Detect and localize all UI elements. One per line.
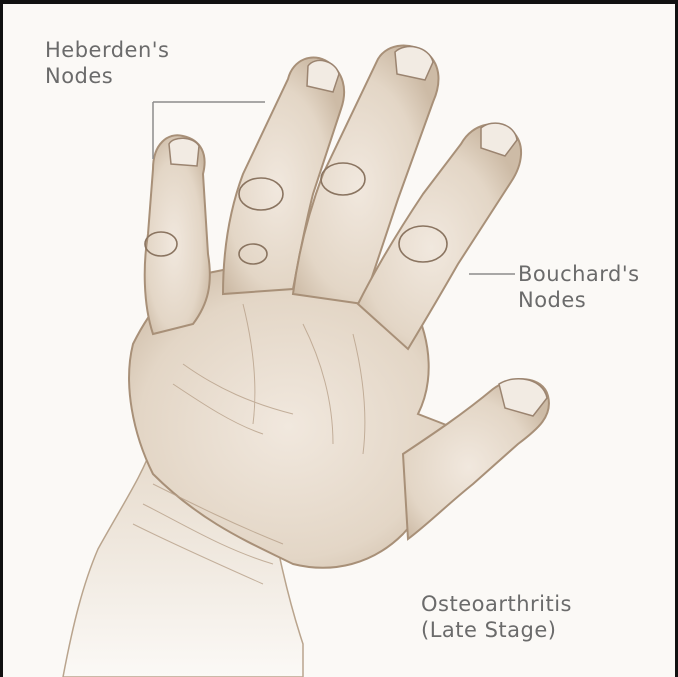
bouchard-label-line2: Nodes bbox=[518, 287, 640, 313]
bouchard-label-line1: Bouchard's bbox=[518, 261, 640, 287]
caption-line2: (Late Stage) bbox=[421, 617, 572, 643]
heberden-nodes-label: Heberden's Nodes bbox=[45, 37, 170, 89]
bouchard-nodes-label: Bouchard's Nodes bbox=[518, 261, 640, 313]
middle-fingernail bbox=[395, 47, 433, 80]
heberden-label-line1: Heberden's bbox=[45, 37, 170, 63]
hand-illustration bbox=[3, 4, 675, 677]
little-fingernail bbox=[169, 138, 199, 166]
caption-line1: Osteoarthritis bbox=[421, 591, 572, 617]
heberden-label-line2: Nodes bbox=[45, 63, 170, 89]
ring-fingernail bbox=[307, 60, 339, 92]
caption-label: Osteoarthritis (Late Stage) bbox=[421, 591, 572, 643]
